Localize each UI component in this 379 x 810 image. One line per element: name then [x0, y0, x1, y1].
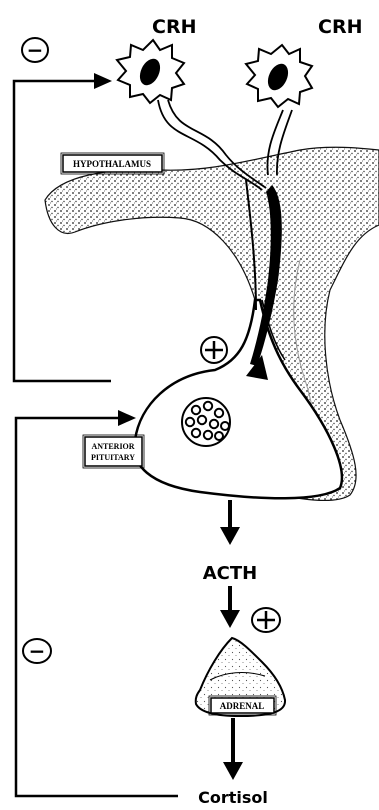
adrenal-to-cortisol-arrow [223, 718, 243, 780]
corticotroph-cell [182, 398, 230, 446]
hypothalamus-label: HYPOTHALAMUS [73, 159, 151, 169]
adrenal-label: ADRENAL [220, 701, 265, 711]
crh-label-right: CRH [318, 16, 362, 38]
acth-label: ACTH [203, 563, 257, 584]
crh-neuron-left [117, 40, 184, 103]
crh-label-left: CRH [152, 16, 196, 38]
acth-to-adrenal-arrow [220, 586, 240, 628]
hypothalamus-label-box: HYPOTHALAMUS [61, 153, 164, 174]
crh-neuron-right [246, 45, 312, 107]
adrenal-label-box: ADRENAL [209, 696, 276, 715]
pituitary-to-acth-arrow [220, 500, 240, 545]
svg-text:+: + [0, 0, 1, 1]
cortisol-label: Cortisol [198, 788, 268, 807]
minus-sign-top: − [22, 38, 48, 62]
anterior-pituitary-label-line1: ANTERIOR [91, 442, 134, 451]
anterior-pituitary-label-line2: PITUITARY [91, 453, 135, 462]
svg-text:−: − [29, 639, 46, 663]
svg-text:+: + [0, 0, 1, 1]
minus-sign-bottom: − [23, 639, 51, 663]
svg-text:−: − [27, 38, 44, 62]
anterior-pituitary-label-box: ANTERIOR PITUITARY [83, 435, 144, 468]
